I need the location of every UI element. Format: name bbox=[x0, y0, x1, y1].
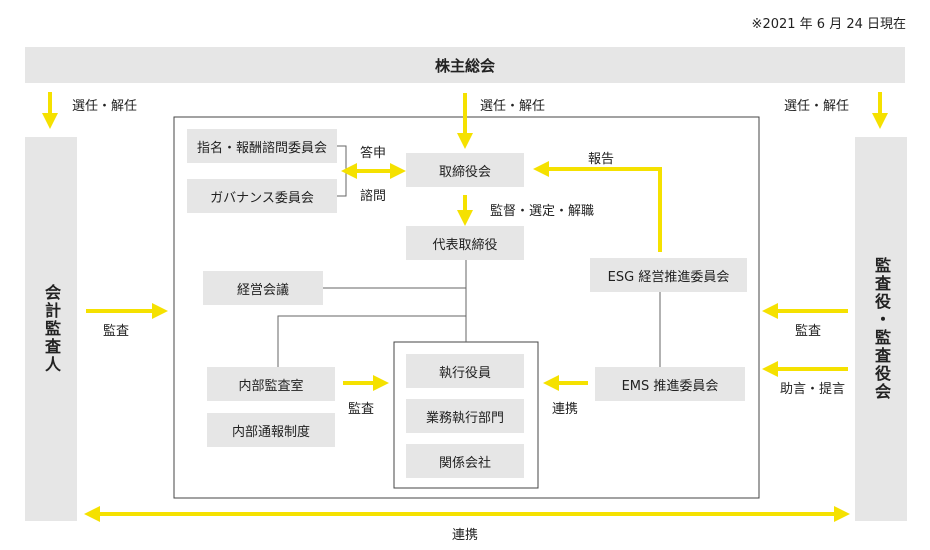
label-audit-left: 監査 bbox=[103, 324, 130, 339]
label-elect-right: 選任・解任 bbox=[784, 99, 850, 114]
arrow-report bbox=[533, 161, 662, 252]
accounting-auditor: 会計監査人 bbox=[25, 137, 77, 521]
internal-audit-office: 内部監査室 bbox=[207, 367, 335, 401]
label-report-answer: 答申 bbox=[360, 146, 387, 161]
label-elect-left: 選任・解任 bbox=[72, 99, 138, 114]
executive-officers: 執行役員 bbox=[406, 354, 524, 388]
line-committee-bracket bbox=[337, 145, 347, 197]
audit-board-label: 監査役・監査役会 bbox=[872, 257, 891, 401]
representative-director: 代表取締役 bbox=[406, 226, 524, 260]
affiliated-companies: 関係会社 bbox=[406, 444, 524, 478]
whistleblowing-system: 内部通報制度 bbox=[207, 413, 335, 447]
business-departments: 業務執行部門 bbox=[406, 399, 524, 433]
label-advice: 助言・提言 bbox=[780, 382, 846, 397]
line-internal-branch bbox=[277, 315, 466, 369]
label-supervise: 監督・選定・解職 bbox=[490, 204, 595, 219]
esg-committee: ESG 経営推進委員会 bbox=[590, 258, 747, 292]
label-audit-right: 監査 bbox=[795, 324, 822, 339]
management-meeting: 経営会議 bbox=[203, 271, 323, 305]
label-cooperate-ems: 連携 bbox=[552, 402, 579, 417]
board-of-directors: 取締役会 bbox=[406, 153, 524, 187]
governance-committee: ガバナンス委員会 bbox=[187, 179, 337, 213]
ems-committee: EMS 推進委員会 bbox=[595, 367, 745, 401]
nomination-committee: 指名・報酬諮問委員会 bbox=[187, 129, 337, 163]
audit-board: 監査役・監査役会 bbox=[855, 137, 907, 521]
date-note: ※2021 年 6 月 24 日現在 bbox=[751, 17, 906, 32]
accounting-auditor-label: 会計監査人 bbox=[42, 284, 61, 374]
label-cooperate-bottom: 連携 bbox=[452, 528, 479, 543]
shareholders-meeting: 株主総会 bbox=[25, 47, 905, 83]
label-elect-center: 選任・解任 bbox=[480, 99, 546, 114]
label-consult: 諮問 bbox=[360, 189, 387, 204]
label-audit-internal: 監査 bbox=[348, 402, 375, 417]
label-report: 報告 bbox=[588, 152, 615, 167]
